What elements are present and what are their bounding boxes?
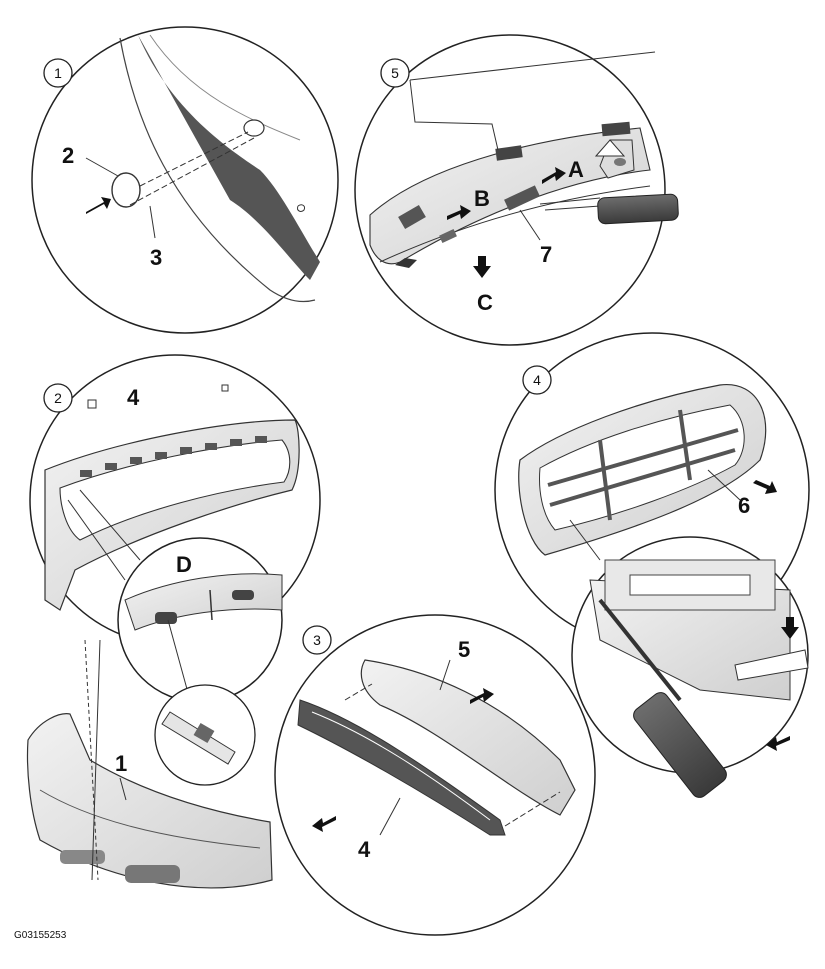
arrow-icon bbox=[447, 205, 471, 220]
callout-6: 6 bbox=[738, 493, 750, 518]
detail-zoom-tool bbox=[154, 684, 256, 786]
step-marker-5: 5 bbox=[380, 58, 410, 88]
callout-4b: 4 bbox=[358, 837, 371, 862]
step-marker-1: 1 bbox=[43, 58, 73, 88]
detail-circle-5 bbox=[354, 34, 679, 346]
arrow-icon bbox=[542, 167, 566, 184]
arrow-icon bbox=[753, 480, 777, 494]
step-marker-4: 4 bbox=[522, 365, 552, 395]
callout-4: 4 bbox=[127, 385, 140, 410]
arrow-icon bbox=[312, 816, 336, 832]
step-number: 2 bbox=[54, 390, 62, 406]
callout-3: 3 bbox=[150, 245, 162, 270]
callout-B: B bbox=[474, 186, 490, 211]
arrow-down-icon bbox=[781, 617, 799, 639]
detail-circle-1 bbox=[31, 26, 339, 334]
step-marker-3: 3 bbox=[302, 625, 332, 655]
step-number: 5 bbox=[391, 65, 399, 81]
detail-circle-3 bbox=[274, 614, 596, 936]
figure-id: G03155253 bbox=[14, 930, 67, 941]
detail-zoom-D bbox=[117, 537, 283, 703]
step-number: 1 bbox=[54, 65, 62, 81]
callout-2: 2 bbox=[62, 143, 74, 168]
callout-7: 7 bbox=[540, 242, 552, 267]
step-number: 4 bbox=[533, 372, 541, 388]
front-bumper bbox=[26, 639, 273, 889]
arrow-icon bbox=[86, 197, 111, 214]
arrow-down-icon bbox=[473, 256, 491, 278]
step-number: 3 bbox=[313, 632, 321, 648]
callout-C: C bbox=[477, 290, 493, 315]
callout-D: D bbox=[176, 552, 192, 577]
callout-1: 1 bbox=[115, 751, 127, 776]
callout-A: A bbox=[568, 157, 584, 182]
arrow-icon bbox=[766, 736, 790, 751]
callout-5: 5 bbox=[458, 637, 470, 662]
step-marker-2: 2 bbox=[43, 383, 73, 413]
arrow-icon bbox=[470, 688, 494, 704]
detail-zoom-screwdriver bbox=[571, 536, 809, 798]
